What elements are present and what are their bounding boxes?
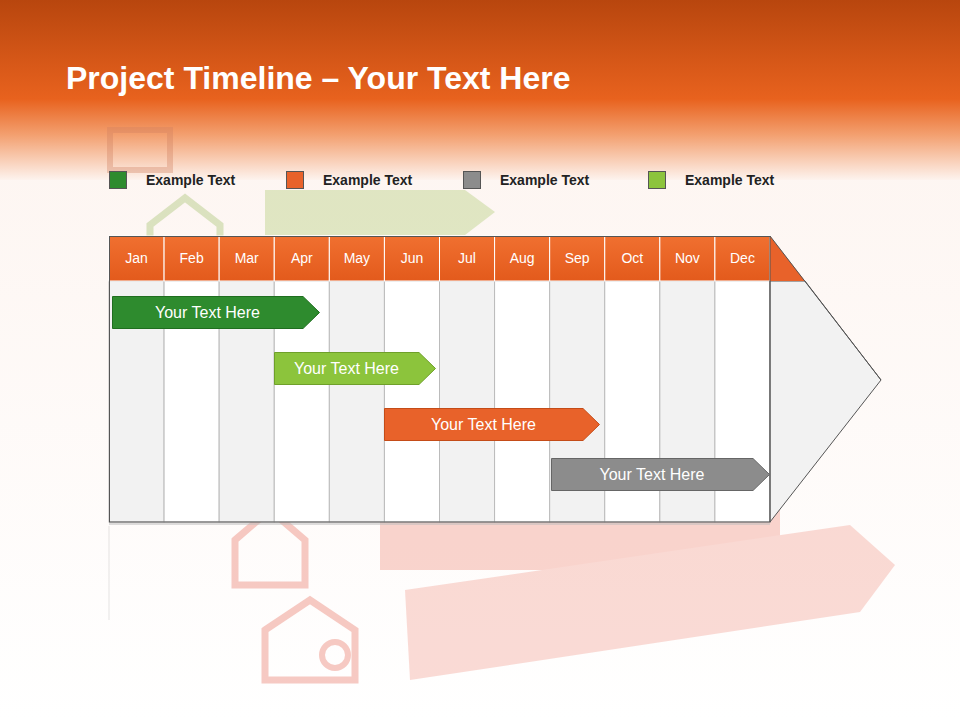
legend-swatch	[109, 171, 127, 189]
legend-text: Example Text	[685, 172, 774, 188]
legend-swatch	[286, 171, 304, 189]
legend-text: Example Text	[146, 172, 235, 188]
timeline-bar: Your Text Here	[551, 458, 770, 491]
month-label: Apr	[274, 236, 329, 281]
bar-label: Your Text Here	[384, 416, 583, 434]
bar-label: Your Text Here	[551, 466, 753, 484]
timeline-bar: Your Text Here	[384, 408, 600, 441]
month-label: Nov	[660, 236, 715, 281]
month-label: Dec	[715, 236, 770, 281]
month-label: Oct	[605, 236, 660, 281]
month-label: Mar	[219, 236, 274, 281]
legend-text: Example Text	[323, 172, 412, 188]
bar-label: Your Text Here	[112, 304, 303, 322]
month-label: Jan	[109, 236, 164, 281]
legend-text: Example Text	[500, 172, 589, 188]
month-label: Feb	[164, 236, 219, 281]
month-label: Jul	[440, 236, 495, 281]
month-label: Aug	[495, 236, 550, 281]
slide-title: Project Timeline – Your Text Here	[66, 60, 570, 97]
month-label: May	[329, 236, 384, 281]
timeline-bar: Your Text Here	[274, 352, 436, 385]
bar-label: Your Text Here	[274, 360, 419, 378]
legend-swatch	[463, 171, 481, 189]
legend-swatch	[648, 171, 666, 189]
month-label: Jun	[384, 236, 439, 281]
month-label: Sep	[550, 236, 605, 281]
timeline-bar: Your Text Here	[112, 296, 320, 329]
